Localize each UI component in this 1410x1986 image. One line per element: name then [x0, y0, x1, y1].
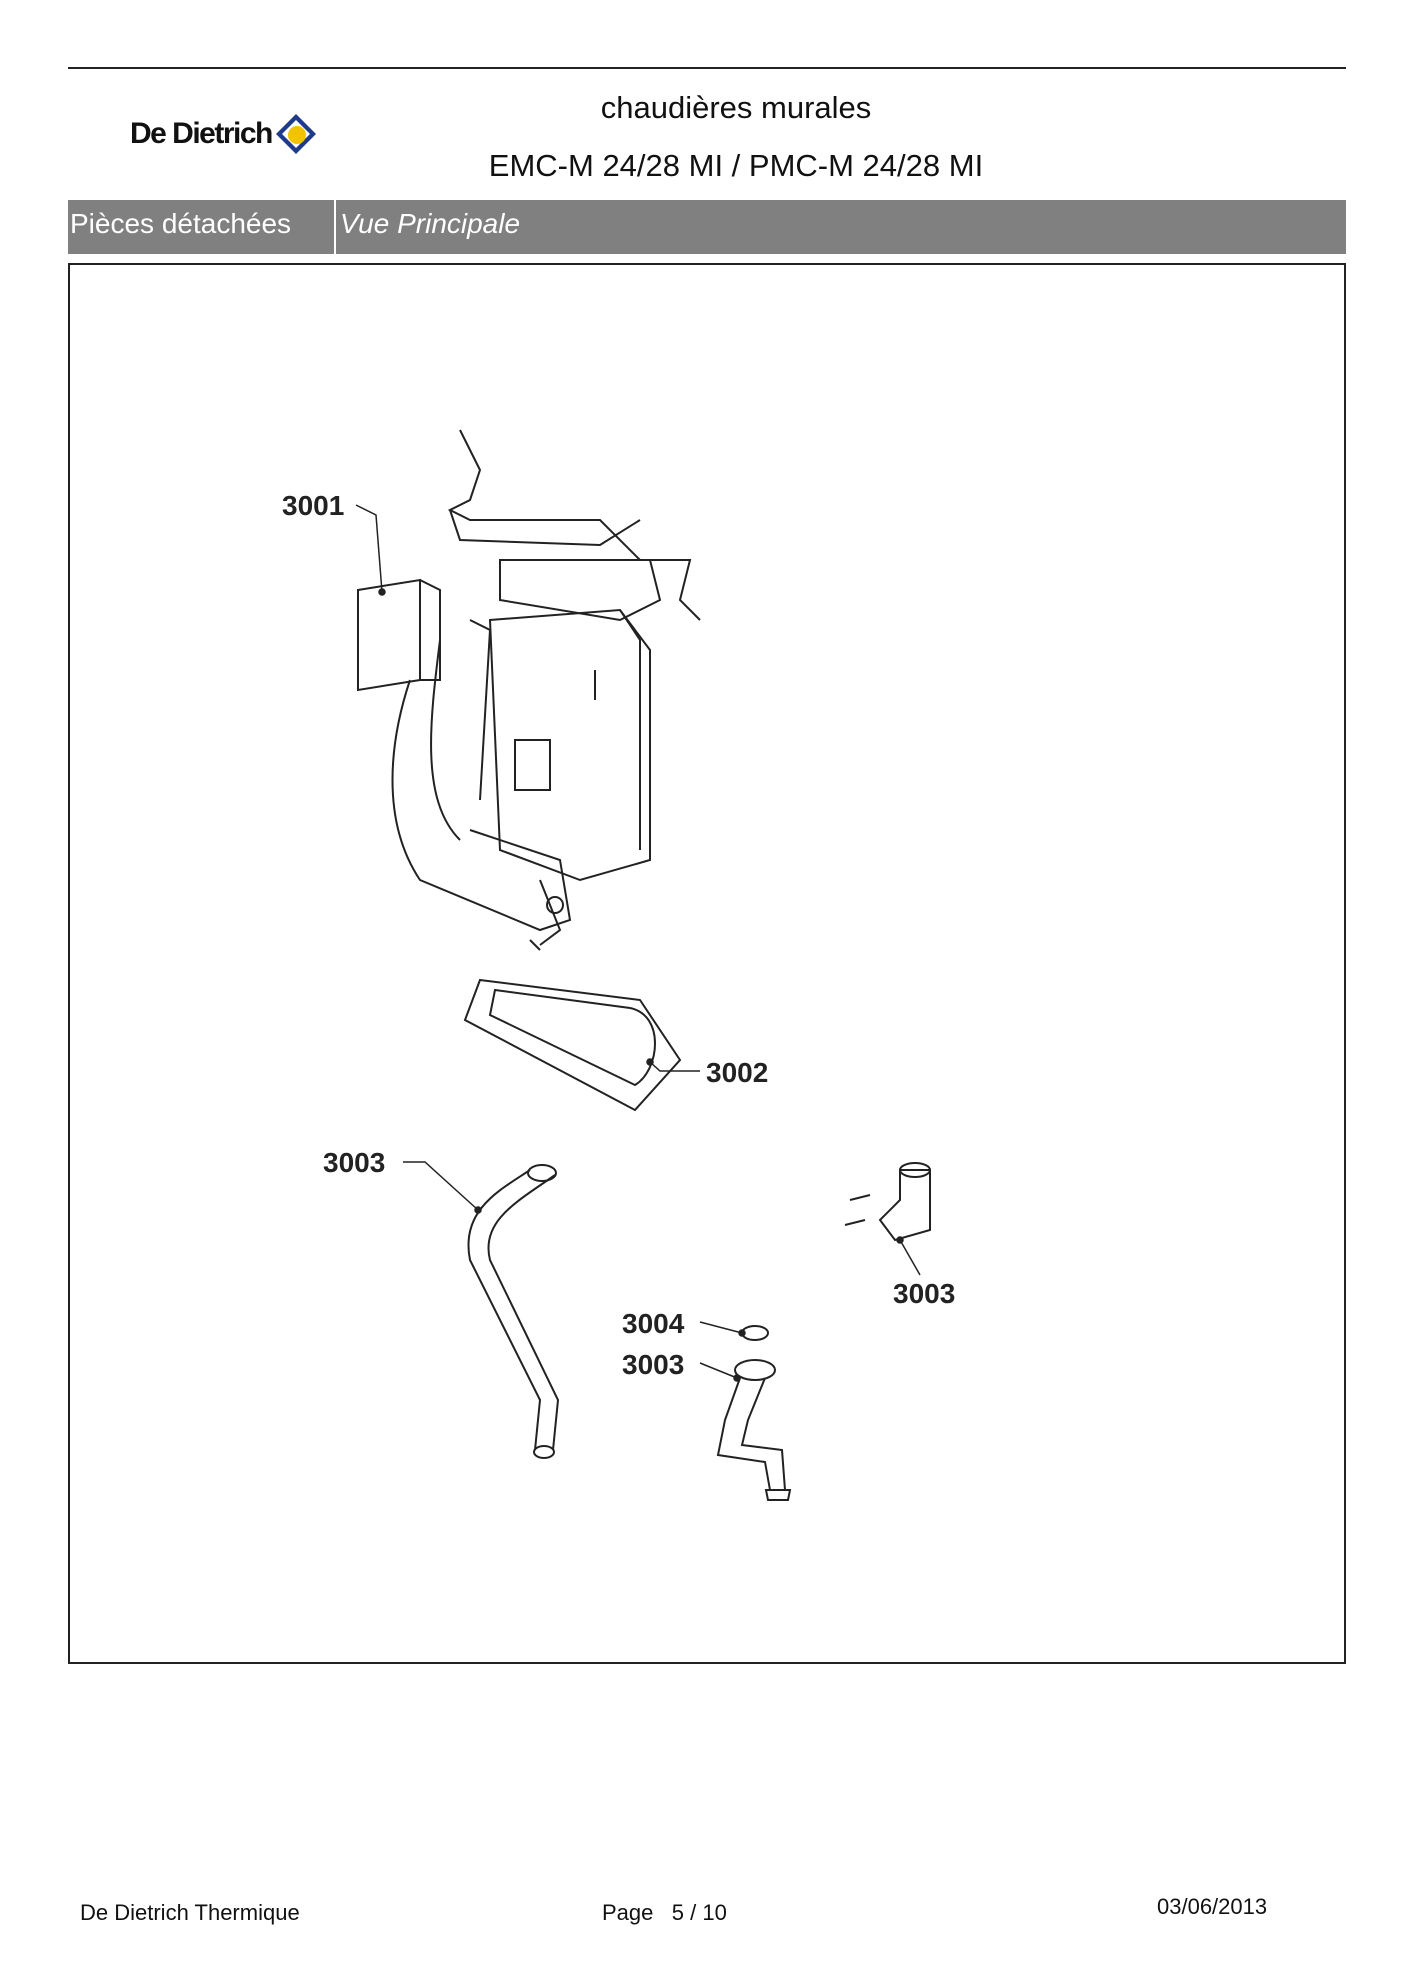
page-current: 5 [671, 1900, 684, 1925]
model-title: EMC-M 24/28 MI / PMC-M 24/28 MI [488, 148, 984, 183]
part-3002-gasket [463, 978, 682, 1112]
label-3002: 3002 [706, 1057, 768, 1088]
label-3003-elbow: 3003 [893, 1278, 955, 1309]
footer-date: 03/06/2013 [1157, 1894, 1268, 1919]
part-3003-hose [467, 1164, 560, 1459]
page-total: 10 [702, 1900, 727, 1925]
part-3004-seal [741, 1325, 769, 1341]
brand-logo: De Dietrich [130, 112, 318, 156]
brand-diamond-icon [275, 114, 316, 154]
part-3003-siphon [716, 1359, 792, 1501]
footer-company: De Dietrich Thermique [80, 1900, 300, 1925]
brand-name: De Dietrich [130, 117, 273, 150]
section-bar: Pièces détachées Vue Principale [68, 200, 1346, 254]
label-3001: 3001 [282, 490, 344, 521]
part-3003-elbow [844, 1162, 931, 1242]
footer-page: Page 5 / 10 [602, 1900, 727, 1926]
label-3004: 3004 [622, 1308, 685, 1339]
label-3003-hose: 3003 [323, 1147, 385, 1178]
section-category: Pièces détachées [68, 200, 336, 254]
section-view: Vue Principale [340, 208, 521, 239]
document-title: chaudières murales [600, 90, 872, 125]
part-3001-heat-exchanger-assembly [357, 429, 701, 951]
page-separator: / [690, 1900, 697, 1925]
leader-lines [355, 504, 921, 1382]
label-3003-siphon: 3003 [622, 1349, 684, 1380]
diagram-frame [68, 263, 1346, 1664]
top-rule [68, 67, 1346, 69]
page-label: Page [602, 1900, 654, 1925]
